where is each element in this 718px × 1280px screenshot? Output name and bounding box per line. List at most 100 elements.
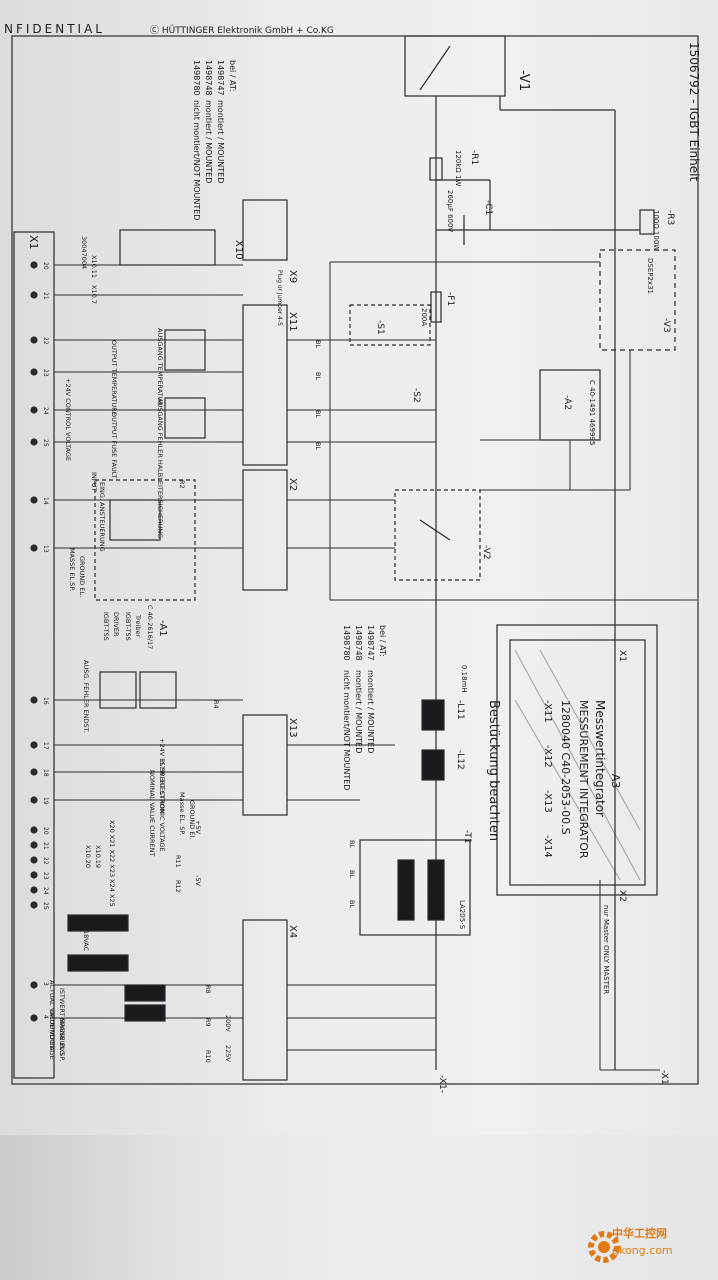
- x1-pin: 25: [42, 439, 49, 447]
- x1-pin: 24: [42, 407, 49, 415]
- x1-pin: 24: [42, 887, 49, 895]
- watermark-url: gkong.com: [612, 1244, 673, 1257]
- r8-label: R8: [204, 985, 212, 994]
- variant-state-2: montiert / MOUNTED: [204, 100, 213, 183]
- ground2-label: GROUND El.: [188, 800, 196, 839]
- x4-label: X4: [287, 925, 298, 938]
- bl-label-6: BL: [348, 870, 356, 878]
- ground3-label: GROUND EL.: [48, 1010, 56, 1051]
- x11-label: X11: [287, 312, 298, 332]
- v200-label: 200V: [224, 1015, 232, 1032]
- variant-state-1: montiert / MOUNTED: [216, 100, 225, 183]
- x1-pin: 14: [42, 497, 49, 505]
- x1-sub-x1020: X10.20: [84, 845, 92, 868]
- v1-box: [404, 35, 506, 97]
- vac18-label: 18VAC: [82, 930, 90, 952]
- ground-label: GROUND EL.: [78, 556, 86, 597]
- r3-label: -R3: [665, 210, 675, 225]
- x1-pin: 4: [42, 1015, 49, 1019]
- x1-out-right: -X1: [659, 1070, 669, 1085]
- x13-block: [242, 714, 288, 816]
- a1-desc-1: Treiber: [134, 614, 142, 637]
- x1-pin: 22: [42, 857, 49, 865]
- f1-fuse: [430, 291, 442, 323]
- variant2-code-1: 1498747: [366, 625, 375, 661]
- variant2-code-2: 1498748: [354, 625, 363, 661]
- r4-label: R4: [212, 700, 220, 709]
- x10-block: [119, 229, 216, 266]
- sheet-border: [11, 35, 699, 1085]
- x1-pin: 20: [42, 827, 49, 835]
- watermark-cn: 中华工控网: [612, 1227, 667, 1240]
- v3-box: [599, 249, 676, 351]
- x1-pin: 17: [42, 742, 49, 750]
- a3-x2-label: X2: [617, 890, 627, 902]
- x1-pin: 23: [42, 369, 49, 377]
- a3-master-note: nur Master ONLY MASTER: [602, 905, 610, 994]
- a1-desc-2: IGBT-TSS: [124, 612, 132, 641]
- a3-x1-label: X1: [617, 650, 627, 662]
- v225-label: 225V: [224, 1045, 232, 1062]
- output-fuse-label: OUTPUT FUSE FAULT: [110, 412, 118, 478]
- x1-pin: 21: [42, 842, 49, 850]
- masse3-label: MASSE EL.SP.: [58, 1018, 66, 1061]
- a3-pin-x13: -X13: [542, 790, 553, 813]
- x1-label: X1: [27, 235, 40, 250]
- eing-label: EING. ANSTEUERUNG: [98, 482, 106, 552]
- a1-label: -A1: [157, 620, 168, 637]
- x1-pin: 13: [42, 545, 49, 553]
- x9-plug-note: Plug or Jumper 4-5: [276, 270, 283, 326]
- x4-block: [242, 919, 288, 1081]
- bl-label-7: BL: [348, 900, 356, 908]
- t1-box: [359, 839, 471, 936]
- x1-pin: 19: [42, 797, 49, 805]
- istwert-spannung-label: ISTWERT SPANNUNG: [58, 988, 66, 1055]
- output-temp-label: OUTPUT TEMPERATURE: [110, 340, 118, 416]
- r1-label: -R1: [469, 150, 479, 165]
- x1-pin: 21: [42, 292, 49, 300]
- input-label: INPUT: [90, 472, 98, 491]
- variant-header-1: bei / AT:: [228, 60, 237, 92]
- a1-desc-3: DRIVER: [112, 612, 120, 637]
- a2-label: -A2: [562, 395, 572, 410]
- t1-part: LA205-S: [458, 900, 466, 930]
- nominal-current-label: NOMINAL VALUE CURRENT: [148, 770, 156, 857]
- a1-part: C 40-2616/17: [146, 605, 154, 649]
- a3-label: -A3: [609, 770, 622, 788]
- s2-label: -S2: [411, 388, 421, 403]
- a3-pin-x14: -X14: [542, 835, 553, 858]
- ausgang-fehler-label: AUSGANG FEHLER HALBLEITERSICHERUNG: [156, 398, 164, 538]
- a1-desc-4: IGBT-TSS: [102, 612, 110, 641]
- x1-out-main: -X1-: [437, 1075, 447, 1093]
- copyright-label: Ⓒ HÜTTINGER Elektronik GmbH + Co.KG: [150, 25, 334, 36]
- variant-header-2: bei / AT:: [378, 625, 387, 657]
- x1-pin: 16: [42, 697, 49, 705]
- x1-sub-x20-x25: X20 X21 X22 X23 X24 X25: [108, 820, 116, 907]
- bl-label-2: BL: [314, 372, 322, 380]
- v1-label: -V1: [516, 70, 531, 91]
- electronic-voltage-label: +24V EL.SP. ELECTRONIC VOLTAGE: [158, 738, 166, 852]
- ausgang-temp-label: AUSGANG TEMPERATUR: [156, 328, 164, 406]
- x1-sub-x1011: X10.11: [90, 255, 98, 278]
- x2-block: [242, 469, 288, 591]
- x1-pin: 18: [42, 769, 49, 777]
- actual-voltage-label: ACTUAL VALUE VOLTAGE: [48, 980, 56, 1060]
- x1-pin: 20: [42, 262, 49, 270]
- a3-pin-x12: -X12: [542, 745, 553, 768]
- a1-box: [94, 479, 196, 601]
- confidential-label: NFIDENTIAL: [4, 22, 105, 36]
- c1-label: -C1: [483, 200, 493, 215]
- doc-title: 1506792 - IGBT Einheit: [687, 42, 701, 181]
- x1-pin: 25: [42, 902, 49, 910]
- control-voltage-label: +24V CONTROL VOLTAGE: [64, 378, 72, 461]
- variant-code-2: 1498748: [204, 60, 213, 96]
- bl-label-4: BL: [314, 442, 322, 450]
- r1-value: 120kΩ 1W: [454, 150, 462, 186]
- r2-label: R2: [178, 480, 186, 489]
- r10-label: R10: [204, 1050, 212, 1063]
- variant2-state-1: montiert / MOUNTED: [366, 670, 375, 753]
- r3-value: 100Ω 100W: [652, 210, 660, 251]
- a3-desc-en: MESSUREMENT INTEGRATOR: [577, 700, 590, 859]
- s1-label: -S1: [375, 320, 385, 335]
